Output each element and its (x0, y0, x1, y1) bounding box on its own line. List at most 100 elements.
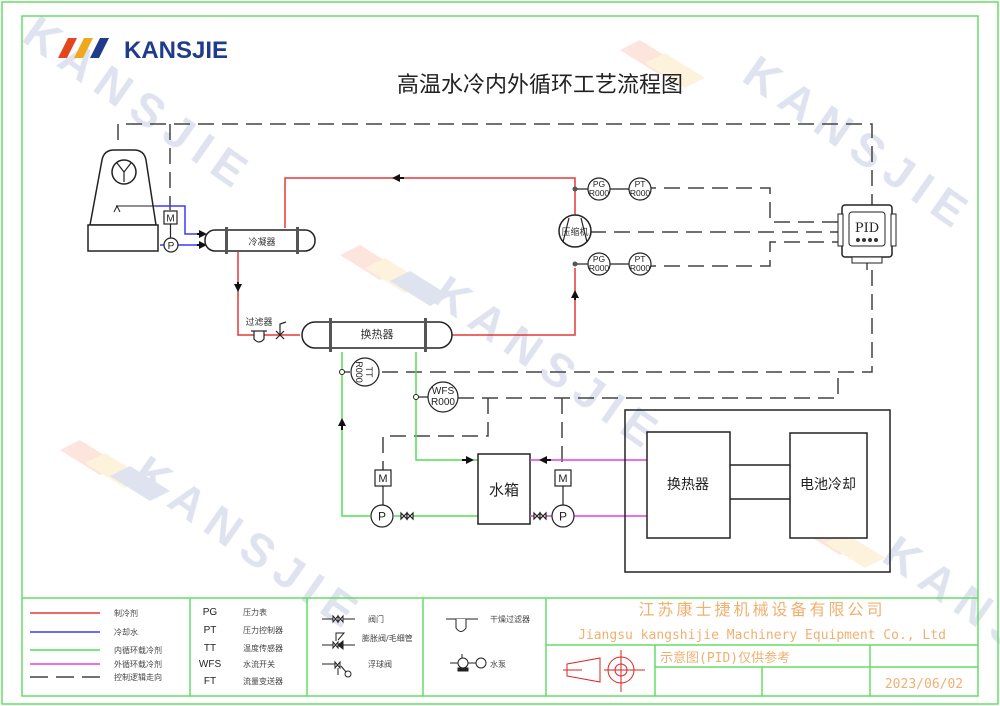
symbol-label: 膨胀阀/毛细管 (362, 633, 413, 643)
instrument-pg-bottom[interactable]: PG R000 (587, 252, 611, 276)
instrument-tag: PT (635, 179, 646, 189)
pump-label: P (559, 510, 567, 524)
inner-loop-supply (341, 352, 370, 517)
brand-logo: KANSJIE (58, 37, 228, 64)
inner-pump-assembly: M P (370, 469, 394, 528)
dry-filter: 过滤器 (245, 316, 273, 343)
pump-label: P (168, 241, 175, 252)
valve-icon[interactable] (533, 511, 547, 521)
external-heat-exchanger-label: 换热器 (667, 476, 709, 493)
external-system: 换热器 电池冷却 (624, 409, 891, 573)
instrument-id: R000 (630, 188, 651, 198)
abbreviation-code: FT (204, 676, 216, 687)
abbreviation-code: TT (204, 643, 216, 654)
legend-line-label: 外循环载冷剂 (114, 659, 162, 669)
abbreviation-meaning: 流量变送器 (243, 676, 283, 686)
instrument-pg-top[interactable]: PG R000 (587, 177, 611, 201)
cooling-tower (87, 149, 159, 252)
control-line-pt-top (640, 187, 842, 223)
pid-reference-note: 示意图(PID)仅供参考 (660, 650, 790, 666)
cooling-water-return (155, 205, 205, 235)
instrument-pt-bottom[interactable]: PT R000 (628, 252, 652, 276)
abbreviation-meaning: 温度传感器 (243, 643, 283, 653)
symbol-label: 阀门 (368, 614, 384, 624)
control-line-tt (382, 260, 873, 373)
abbreviation-code: PT (204, 625, 217, 636)
instrument-id: R000 (589, 263, 610, 273)
instrument-tt[interactable]: TT R000 (350, 357, 380, 387)
control-line-top (117, 123, 873, 205)
legend-line-label: 控制逻辑走向 (114, 672, 162, 682)
drawing-date: 2023/06/02 (885, 677, 963, 692)
control-line-wfs (458, 372, 839, 399)
outer-loop-lines (530, 459, 647, 517)
title-block: 江苏康士捷机械设备有限公司 Jiangsu kangshijie Machine… (563, 600, 963, 692)
instrument-tag: PG (593, 254, 605, 264)
company-name-en: Jiangsu kangshijie Machinery Equipment C… (578, 628, 946, 643)
dry-filter-icon (446, 618, 478, 632)
symbol-legend-a: 阀门 膨胀阀/毛细管 浮球阀 (322, 614, 413, 678)
instrument-wfs[interactable]: WFS R000 (427, 381, 459, 413)
abbreviation-meaning: 压力控制器 (243, 625, 283, 635)
abbreviation-code: WFS (199, 659, 222, 670)
float-valve-icon (322, 660, 352, 678)
instrument-id: R000 (354, 361, 364, 383)
pid-label: PID (855, 221, 879, 236)
diagram-title: 高温水冷内外循环工艺流程图 (397, 73, 683, 98)
battery-cooling (789, 432, 868, 539)
pump-icon (163, 237, 179, 253)
instrument-tag: PG (593, 179, 605, 189)
svg-text:KANSJIE: KANSJIE (424, 266, 674, 463)
motor-label: M (378, 473, 387, 485)
external-heat-exchanger (646, 431, 731, 539)
tap-point (572, 186, 578, 192)
control-line-pump-left (382, 398, 489, 470)
expansion-valve-icon (275, 321, 287, 340)
legend-line-label: 制冷剂 (114, 608, 138, 618)
refrigerant-discharge (284, 177, 576, 240)
projection-symbol-icon (563, 650, 645, 692)
cooling-water-lines (155, 205, 205, 246)
symbol-label: 水泵 (490, 659, 506, 669)
pump-icon (370, 504, 394, 528)
legend-line-label: 内循环载冷剂 (114, 645, 162, 655)
symbol-legend-b: 干燥过滤器 水泵 (446, 614, 530, 672)
control-line-pt-bottom (640, 241, 842, 267)
instrument-tag: PT (635, 254, 646, 264)
outer-pump-assembly: M P (551, 469, 575, 528)
valve-icon[interactable] (400, 511, 414, 521)
compressor: 压缩机 (558, 214, 592, 248)
condenser: 冷凝器 (204, 227, 316, 254)
instrument-id: R000 (630, 263, 651, 273)
refrigerant-lines (237, 177, 576, 336)
water-pump-icon (450, 654, 487, 672)
expansion-valve-icon (322, 632, 355, 651)
valve-icon (322, 614, 355, 624)
logo-stripe-yellow (74, 38, 93, 58)
compressor-label: 压缩机 (561, 226, 588, 238)
fan-icon (111, 159, 137, 185)
instrument-id: R000 (431, 397, 455, 408)
watermark: KANSJIE (424, 266, 674, 463)
logo-stripe-blue (90, 38, 109, 58)
control-lines (117, 123, 873, 470)
instrument-pt-top[interactable]: PT R000 (628, 177, 652, 201)
abbreviation-code: PG (203, 607, 218, 618)
filter-label: 过滤器 (245, 316, 272, 328)
pid-controller[interactable]: PID (837, 204, 897, 270)
tap-point (572, 261, 578, 267)
legend-table (22, 597, 978, 696)
main-heat-exchanger: 换热器 (301, 318, 453, 352)
inner-frame (21, 15, 979, 697)
motor-label: M (166, 214, 174, 225)
abbreviation-meaning: 水流开关 (243, 659, 275, 669)
condenser-label: 冷凝器 (248, 236, 275, 248)
brand-name: KANSJIE (124, 37, 228, 64)
symbol-label: 干燥过滤器 (490, 614, 530, 624)
cooling-pump-assembly: M P (163, 210, 179, 253)
company-name-cn: 江苏康士捷机械设备有限公司 (638, 600, 885, 619)
logo-stripe-red (58, 38, 77, 58)
